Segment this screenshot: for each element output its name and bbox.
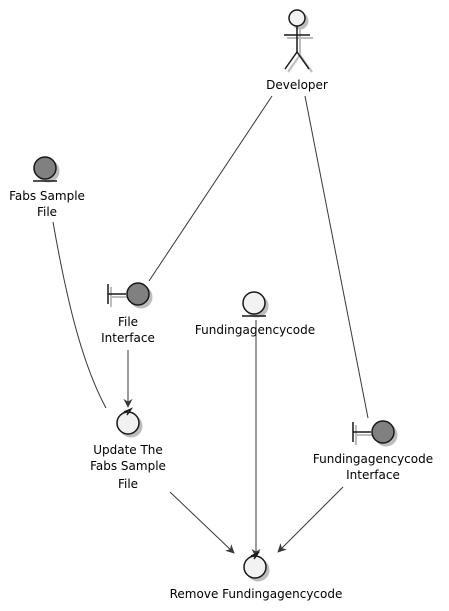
boundary-fundingagencycode-interface[interactable]: Fundingagencycode Interface: [313, 420, 433, 482]
edge-developer-fundingagencycode-interface: [304, 95, 369, 419]
control-circle-icon: [243, 551, 270, 582]
entity-circle-icon: [242, 291, 269, 318]
edge-fabs-sample-file-update: [52, 221, 107, 409]
boundary-circle-icon: [352, 420, 398, 447]
entity-fundingagencycode-label: Fundingagencycode: [195, 323, 315, 337]
edges: [52, 95, 369, 558]
edge-fundingagencycode-interface-remove: [277, 486, 344, 553]
edge-update-remove: [169, 491, 235, 554]
control-circle-icon: [116, 407, 143, 438]
actor-developer-label: Developer: [266, 78, 328, 92]
boundary-fundingagencycode-interface-label-1: Fundingagencycode: [313, 452, 433, 466]
entity-circle-icon: [33, 156, 60, 183]
boundary-file-interface-label-1: File: [118, 315, 138, 329]
control-update-fabs-label-2: Fabs Sample: [90, 459, 166, 473]
entity-fabs-sample-file[interactable]: Fabs Sample File: [9, 156, 85, 219]
boundary-file-interface[interactable]: File Interface: [101, 282, 155, 345]
actor-developer[interactable]: Developer: [266, 9, 328, 92]
boundary-circle-icon: [107, 282, 153, 309]
control-update-fabs-label-1: Update The: [93, 443, 163, 457]
boundary-fundingagencycode-interface-label-2: Interface: [346, 468, 400, 482]
entity-fundingagencycode[interactable]: Fundingagencycode: [195, 291, 315, 337]
entity-fabs-sample-file-label-1: Fabs Sample: [9, 189, 85, 203]
actor-stick-figure-icon: [284, 9, 313, 73]
control-update-fabs-label-3: File: [118, 477, 138, 491]
control-remove-fundingagencycode[interactable]: Remove Fundingagencycode: [170, 551, 343, 601]
entity-fabs-sample-file-label-2: File: [37, 205, 57, 219]
edge-developer-file-interface: [148, 95, 273, 282]
boundary-file-interface-label-2: Interface: [101, 331, 155, 345]
control-remove-fundingagencycode-label: Remove Fundingagencycode: [170, 587, 343, 601]
control-update-fabs-sample-file[interactable]: Update The Fabs Sample File: [90, 407, 166, 491]
